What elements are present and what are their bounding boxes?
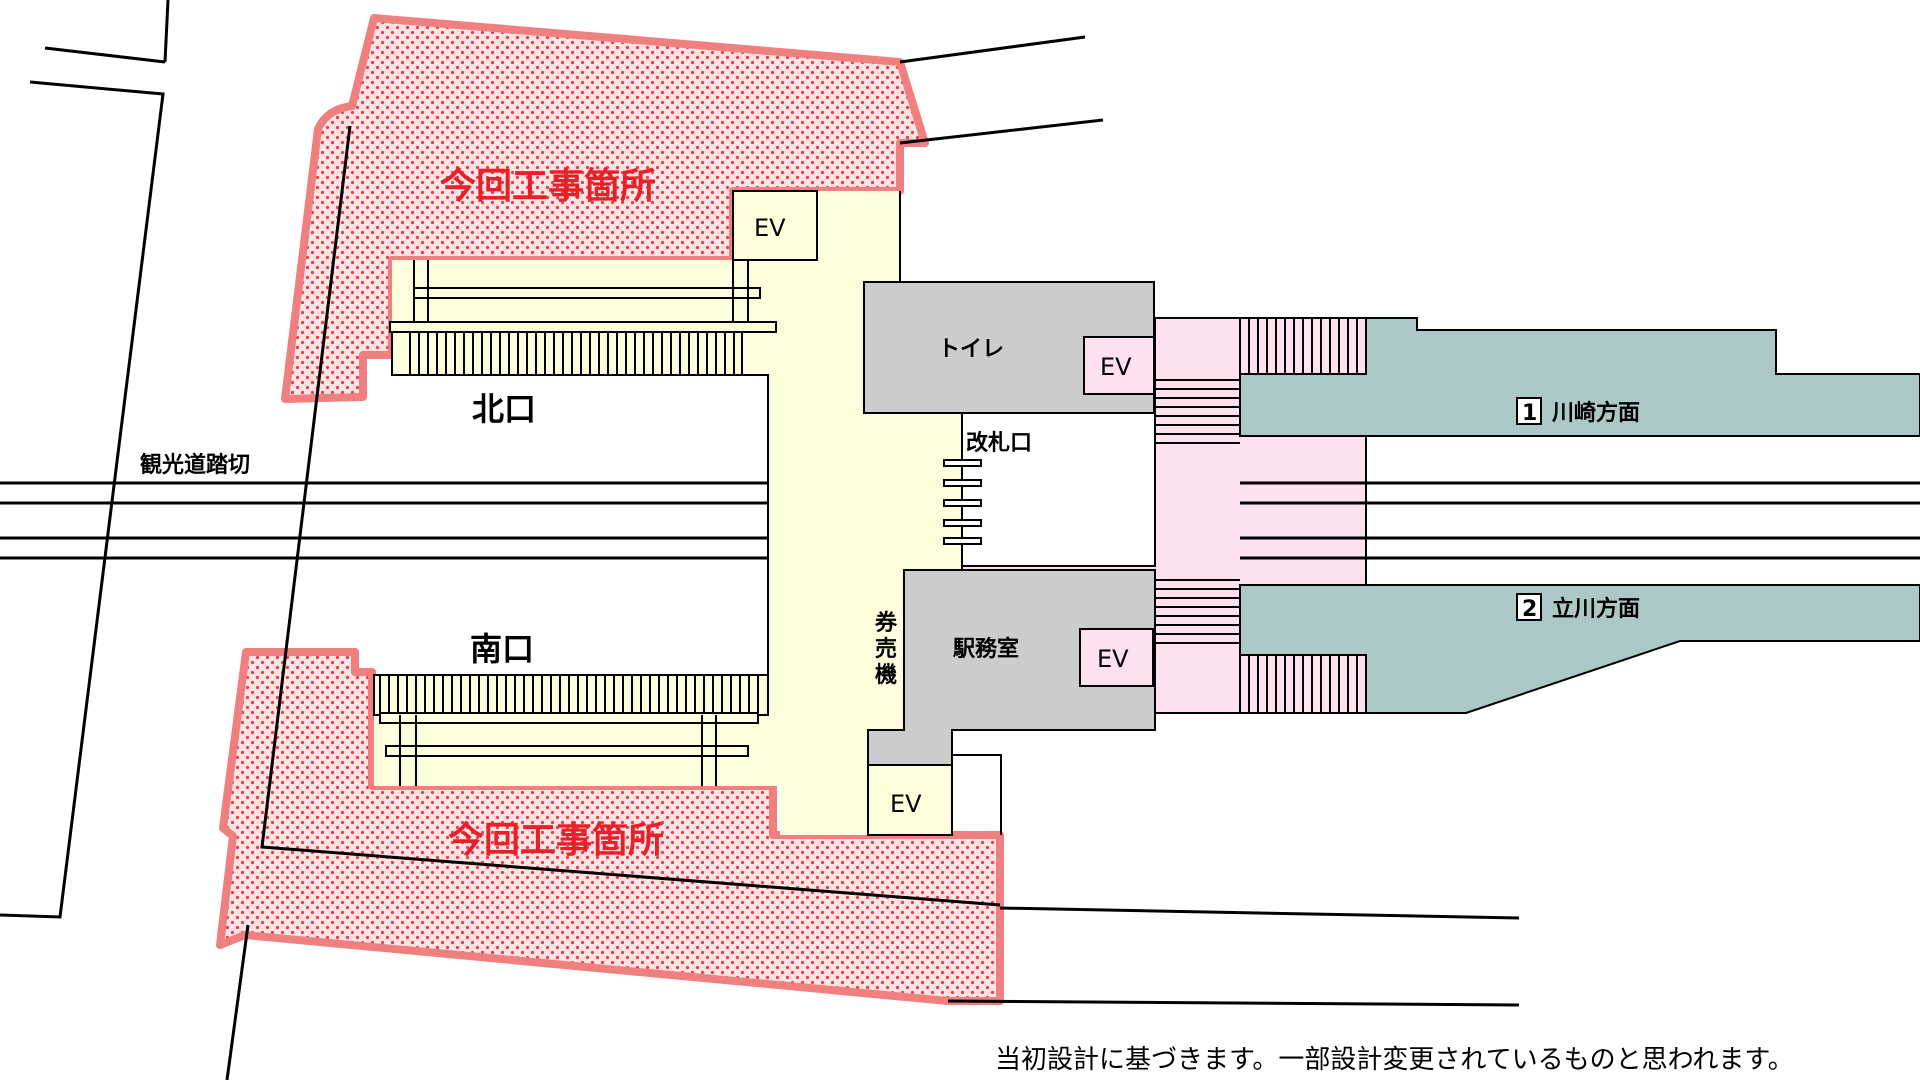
construction-label-south: 今回工事箇所 (448, 820, 664, 861)
crossing-label: 観光道踏切 (140, 452, 250, 478)
stairs-north (389, 260, 777, 376)
stairs-south-steps (379, 675, 759, 713)
platform2-number-box (1516, 593, 1542, 621)
platform1-direction: 川崎方面 (1551, 400, 1640, 426)
south-exit-label: 南口 (470, 630, 534, 668)
ev-label-north: EV (754, 214, 786, 242)
platform1-number: 1 (1522, 401, 1537, 426)
north-exit-label: 北口 (472, 390, 536, 428)
ticket-machine-label-3: 機 (875, 663, 897, 688)
ticket-machine-label-2: 売 (875, 636, 897, 662)
ticket-gate-label: 改札口 (966, 430, 1032, 456)
ticket-gates (943, 459, 982, 545)
platform-1 (1239, 317, 1920, 437)
stairs-north-steps (409, 332, 735, 375)
platform-stairs (1155, 318, 1367, 713)
ev-label-office: EV (1097, 645, 1129, 673)
platform-2 (1239, 584, 1920, 714)
ev-label-south: EV (890, 790, 922, 818)
platform2-direction: 立川方面 (1552, 596, 1640, 622)
construction-area-north (281, 14, 929, 403)
ev-box-toilet (1083, 336, 1155, 395)
ev-box-north (732, 190, 818, 261)
ev-label-toilet: EV (1100, 353, 1132, 381)
platform2-number: 2 (1522, 597, 1537, 622)
footnote: 当初設計に基づきます。一部設計変更されているものと思われます。 (995, 1045, 1794, 1075)
stairs-south (373, 674, 769, 786)
ticket-machine-label-1: 券 (874, 610, 898, 636)
construction-label-north: 今回工事箇所 (440, 166, 656, 207)
station-office-label: 駅務室 (953, 636, 1019, 662)
platform1-number-box (1516, 397, 1542, 425)
ev-box-office (1079, 628, 1154, 687)
toilet-label: トイレ (938, 337, 1004, 362)
